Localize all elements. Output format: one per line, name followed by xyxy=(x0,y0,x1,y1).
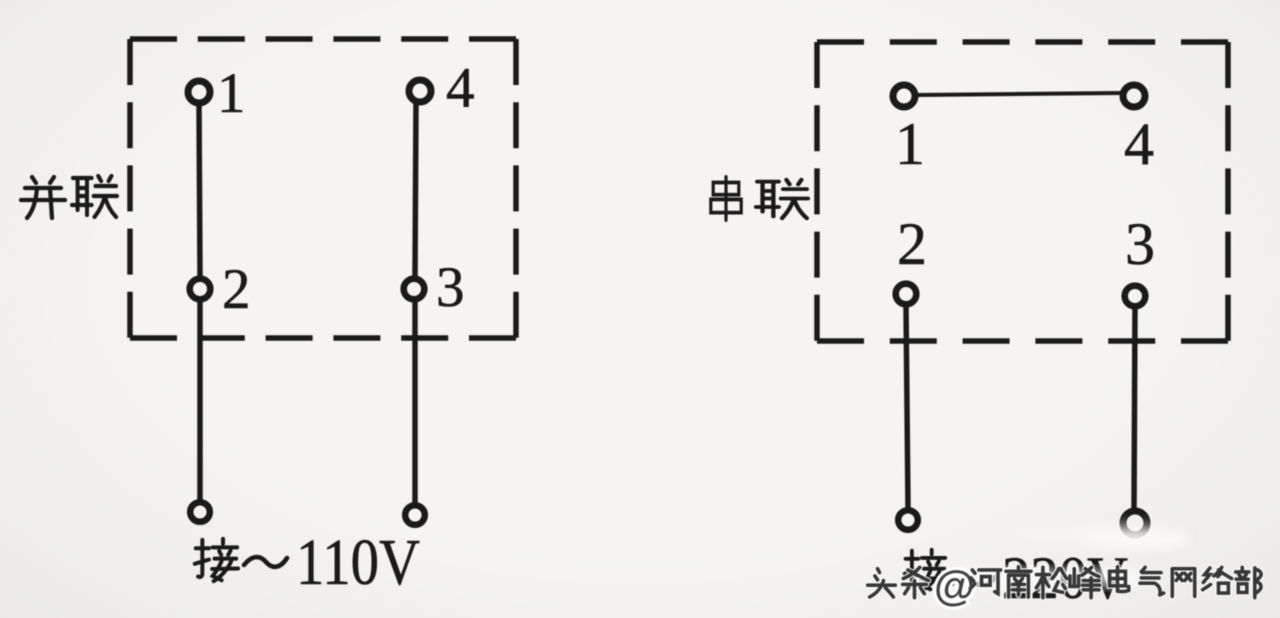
svg-text:3: 3 xyxy=(1125,211,1155,277)
svg-text:2: 2 xyxy=(897,211,927,277)
svg-text:110V: 110V xyxy=(296,526,420,599)
svg-text:@: @ xyxy=(934,562,975,609)
svg-text:2: 2 xyxy=(222,258,251,321)
svg-text:4: 4 xyxy=(446,57,475,120)
svg-text:1: 1 xyxy=(217,62,246,125)
svg-text:3: 3 xyxy=(436,256,465,319)
svg-text:4: 4 xyxy=(1124,111,1154,177)
svg-text:220V: 220V xyxy=(1002,545,1128,611)
svg-text:@: @ xyxy=(934,562,975,609)
svg-text:1: 1 xyxy=(895,111,925,177)
